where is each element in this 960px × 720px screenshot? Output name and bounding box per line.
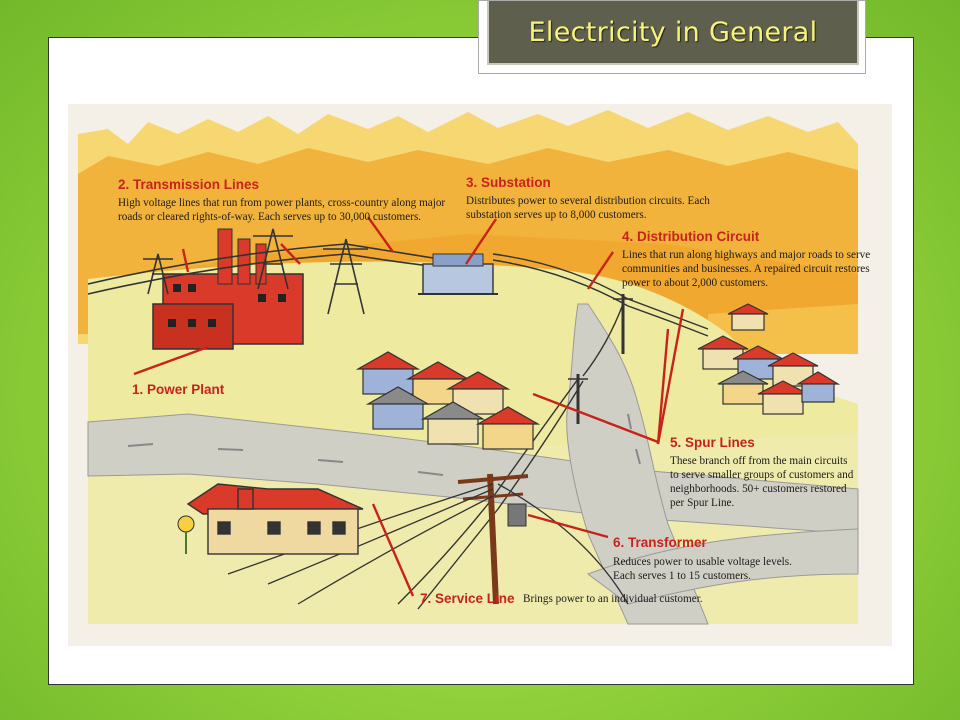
- desc-transmission-lines: High voltage lines that run from power p…: [118, 197, 446, 223]
- desc-substation: Distributes power to several distributio…: [466, 195, 710, 221]
- label-transmission-lines: 2. Transmission Lines: [118, 177, 260, 192]
- label-power-plant: 1. Power Plant: [132, 382, 225, 397]
- label-spur-lines: 5. Spur Lines: [670, 435, 755, 450]
- diagram-illustration: [68, 104, 892, 646]
- electricity-diagram: 2. Transmission Lines High voltage lines…: [68, 104, 892, 646]
- houses-center: [355, 351, 541, 450]
- label-distribution-circuit: 4. Distribution Circuit: [622, 229, 760, 244]
- desc-transformer: Reduces power to usable voltage levels. …: [613, 556, 792, 582]
- pointer-lines: [133, 216, 685, 597]
- houses-right: [697, 303, 841, 415]
- flower-illustration: [177, 515, 195, 554]
- customer-house: [186, 483, 364, 555]
- desc-service-line: Brings power to an individual customer.: [523, 593, 703, 605]
- desc-spur-lines: These branch off from the main circuits …: [670, 455, 854, 509]
- desc-distribution-circuit: Lines that run along highways and major …: [622, 249, 871, 289]
- power-plant-illustration: [152, 228, 304, 350]
- label-transformer: 6. Transformer: [613, 535, 707, 550]
- label-substation: 3. Substation: [466, 175, 551, 190]
- label-service-line: 7. Service Line: [420, 591, 515, 606]
- side-road: [566, 303, 709, 625]
- substation-illustration: [418, 253, 498, 295]
- slide-title: Electricity in General: [528, 16, 818, 48]
- title-box: Electricity in General: [478, 0, 866, 74]
- transformer-pole: [227, 473, 629, 605]
- transmission-towers: [87, 228, 459, 315]
- distribution-lines: [397, 253, 709, 610]
- title-banner: Electricity in General: [487, 1, 859, 65]
